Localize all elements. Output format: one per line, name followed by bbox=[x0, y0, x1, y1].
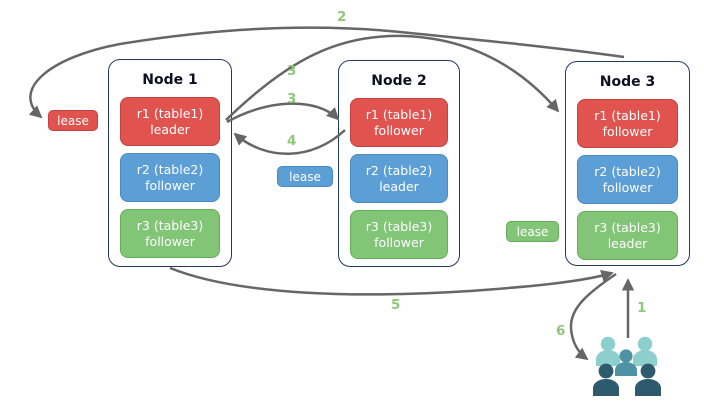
replica-role: leader bbox=[379, 178, 419, 194]
step-label-5: 5 bbox=[391, 297, 401, 313]
replica-name: r1 (table1) bbox=[136, 105, 204, 121]
arrow-step-3-to-node2 bbox=[226, 102, 340, 124]
replica-role: leader bbox=[607, 235, 648, 251]
replica-name: r2 (table2) bbox=[136, 161, 204, 177]
replica-role: leader bbox=[150, 121, 190, 137]
step-label-4: 4 bbox=[287, 133, 297, 149]
replica-name: r3 (table3) bbox=[594, 219, 661, 235]
step-label-3b: 3 bbox=[287, 91, 297, 107]
node-2-replica-r3: r3 (table3) follower bbox=[350, 210, 448, 259]
node-1-replica-r1: r1 (table1) leader bbox=[120, 97, 220, 146]
step-label-3a: 3 bbox=[287, 63, 297, 79]
step-label-2: 2 bbox=[337, 9, 347, 25]
replica-role: follower bbox=[374, 122, 424, 138]
replica-name: r3 (table3) bbox=[365, 218, 433, 234]
node-1-box: Node 1 r1 (table1) leader r2 (table2) fo… bbox=[108, 59, 232, 267]
node-3-replica-r3: r3 (table3) leader bbox=[577, 211, 678, 260]
people-group-icon bbox=[593, 336, 661, 396]
replica-role: follower bbox=[602, 123, 653, 139]
lease-tag-red: lease bbox=[48, 110, 98, 131]
replica-role: follower bbox=[145, 177, 195, 193]
replica-role: follower bbox=[145, 233, 195, 249]
node-2-title: Node 2 bbox=[371, 73, 427, 89]
node-3-replica-r2: r2 (table2) follower bbox=[577, 155, 678, 204]
step-label-1: 1 bbox=[637, 300, 647, 316]
node-2-replica-r2: r2 (table2) leader bbox=[350, 154, 448, 203]
replica-name: r1 (table1) bbox=[594, 107, 661, 123]
lease-tag-blue: lease bbox=[277, 166, 333, 187]
node-1-replica-r2: r2 (table2) follower bbox=[120, 153, 220, 202]
node-3-box: Node 3 r1 (table1) follower r2 (table2) … bbox=[565, 61, 690, 266]
replica-name: r1 (table1) bbox=[365, 106, 433, 122]
replica-role: follower bbox=[374, 234, 424, 250]
node-1-title: Node 1 bbox=[142, 72, 198, 88]
step-label-6: 6 bbox=[556, 323, 566, 339]
node-2-replica-r1: r1 (table1) follower bbox=[350, 98, 448, 147]
node-3-replica-r1: r1 (table1) follower bbox=[577, 99, 678, 148]
replica-name: r2 (table2) bbox=[365, 162, 433, 178]
lease-tag-green: lease bbox=[506, 221, 559, 242]
arrow-step-6 bbox=[569, 272, 617, 361]
arrow-step-5 bbox=[169, 266, 614, 296]
node-1-replica-r3: r3 (table3) follower bbox=[120, 209, 220, 258]
node-3-title: Node 3 bbox=[599, 74, 656, 90]
replica-role: follower bbox=[602, 179, 653, 195]
replica-name: r3 (table3) bbox=[136, 217, 204, 233]
replica-name: r2 (table2) bbox=[594, 163, 661, 179]
node-2-box: Node 2 r1 (table1) follower r2 (table2) … bbox=[338, 60, 460, 267]
